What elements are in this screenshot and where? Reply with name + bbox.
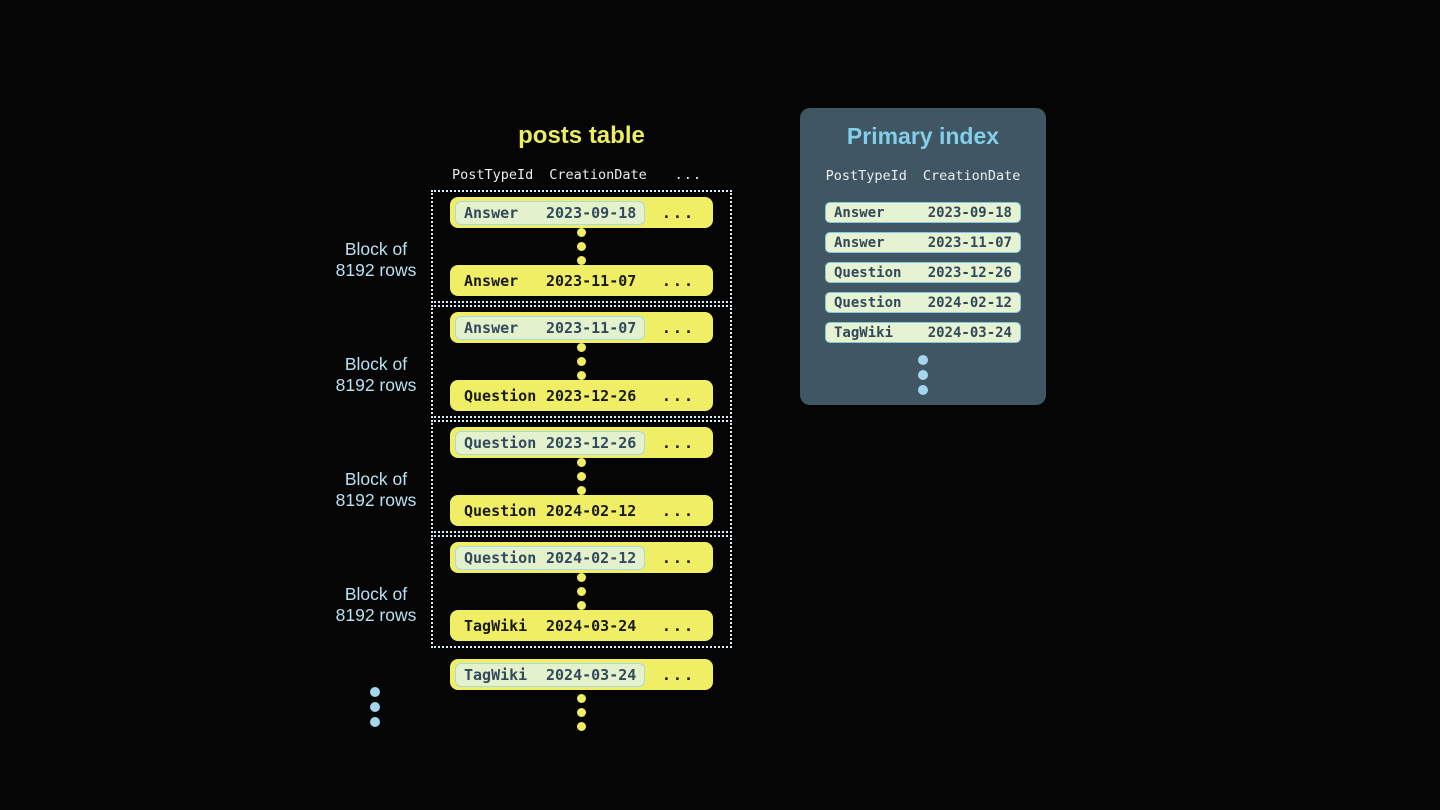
- more-index-entries-dots: [800, 355, 1046, 395]
- rows-block-2: Answer 2023-11-07 ... Question 2023-12-2…: [431, 305, 732, 418]
- indexed-row-highlight: Question 2024-02-12: [455, 545, 646, 570]
- table-row: TagWiki 2024-03-24 ...: [450, 610, 713, 641]
- table-row: Answer 2023-11-07 ...: [450, 312, 713, 343]
- more-columns-ellipsis: ...: [661, 501, 695, 520]
- more-columns-ellipsis: ...: [661, 318, 695, 337]
- row-values: TagWiki 2024-03-24: [464, 616, 637, 635]
- row-values: Question 2024-02-12: [464, 501, 637, 520]
- more-columns-ellipsis: ...: [661, 433, 695, 452]
- indexed-row-highlight: Answer 2023-11-07: [455, 315, 646, 340]
- table-row: Question 2024-02-12 ...: [450, 495, 713, 526]
- index-entry: Question 2024-02-12: [825, 292, 1021, 313]
- index-col-creationdate: CreationDate: [922, 168, 1021, 184]
- block-label-3: Block of 8192 rows: [335, 469, 417, 510]
- hidden-rows-dots: [577, 228, 586, 265]
- index-entry: TagWiki 2024-03-24: [825, 322, 1021, 343]
- rows-block-4: Question 2024-02-12 ... TagWiki 2024-03-…: [431, 535, 732, 648]
- primary-index-column-headers: PostTypeId CreationDate: [800, 168, 1046, 184]
- posts-table-column-headers: PostTypeId CreationDate ...: [431, 165, 732, 185]
- table-row-next-block: TagWiki 2024-03-24 ...: [450, 659, 713, 690]
- index-entry: Question 2023-12-26: [825, 262, 1021, 283]
- block-label-4: Block of 8192 rows: [335, 584, 417, 625]
- posts-table-title: posts table: [518, 122, 645, 149]
- more-blocks-dots: [370, 687, 380, 727]
- row-values: Answer 2023-11-07: [464, 271, 637, 290]
- block-label-1: Block of 8192 rows: [335, 239, 417, 280]
- table-row: Answer 2023-09-18 ...: [450, 197, 713, 228]
- primary-index-rows: Answer 2023-09-18 Answer 2023-11-07 Ques…: [825, 202, 1021, 343]
- index-entry: Answer 2023-11-07: [825, 232, 1021, 253]
- indexed-row-highlight: TagWiki 2024-03-24: [455, 662, 646, 687]
- rows-block-3: Question 2023-12-26 ... Question 2024-02…: [431, 420, 732, 533]
- more-columns-ellipsis: ...: [661, 616, 695, 635]
- more-columns-ellipsis: ...: [661, 386, 695, 405]
- more-columns-ellipsis: ...: [674, 167, 702, 183]
- indexed-row-highlight: Answer 2023-09-18: [455, 200, 646, 225]
- more-table-rows-dots: [577, 694, 586, 731]
- more-columns-ellipsis: ...: [661, 665, 695, 684]
- table-row: Question 2023-12-26 ...: [450, 380, 713, 411]
- index-col-posttypeid: PostTypeId: [825, 168, 907, 184]
- table-row: Question 2023-12-26 ...: [450, 427, 713, 458]
- table-row: Question 2024-02-12 ...: [450, 542, 713, 573]
- primary-index-title: Primary index: [846, 123, 1000, 149]
- row-values: Question 2023-12-26: [464, 386, 637, 405]
- more-columns-ellipsis: ...: [661, 548, 695, 567]
- block-label-2: Block of 8192 rows: [335, 354, 417, 395]
- hidden-rows-dots: [577, 573, 586, 610]
- rows-block-1: Answer 2023-09-18 ... Answer 2023-11-07 …: [431, 190, 732, 303]
- more-columns-ellipsis: ...: [661, 271, 695, 290]
- posts-col-creationdate: CreationDate: [549, 167, 647, 183]
- table-row: Answer 2023-11-07 ...: [450, 265, 713, 296]
- indexed-row-highlight: Question 2023-12-26: [455, 430, 646, 455]
- index-entry: Answer 2023-09-18: [825, 202, 1021, 223]
- hidden-rows-dots: [577, 343, 586, 380]
- hidden-rows-dots: [577, 458, 586, 495]
- more-columns-ellipsis: ...: [661, 203, 695, 222]
- posts-col-posttypeid: PostTypeId: [452, 167, 534, 183]
- primary-index-panel: Primary index PostTypeId CreationDate An…: [800, 108, 1046, 405]
